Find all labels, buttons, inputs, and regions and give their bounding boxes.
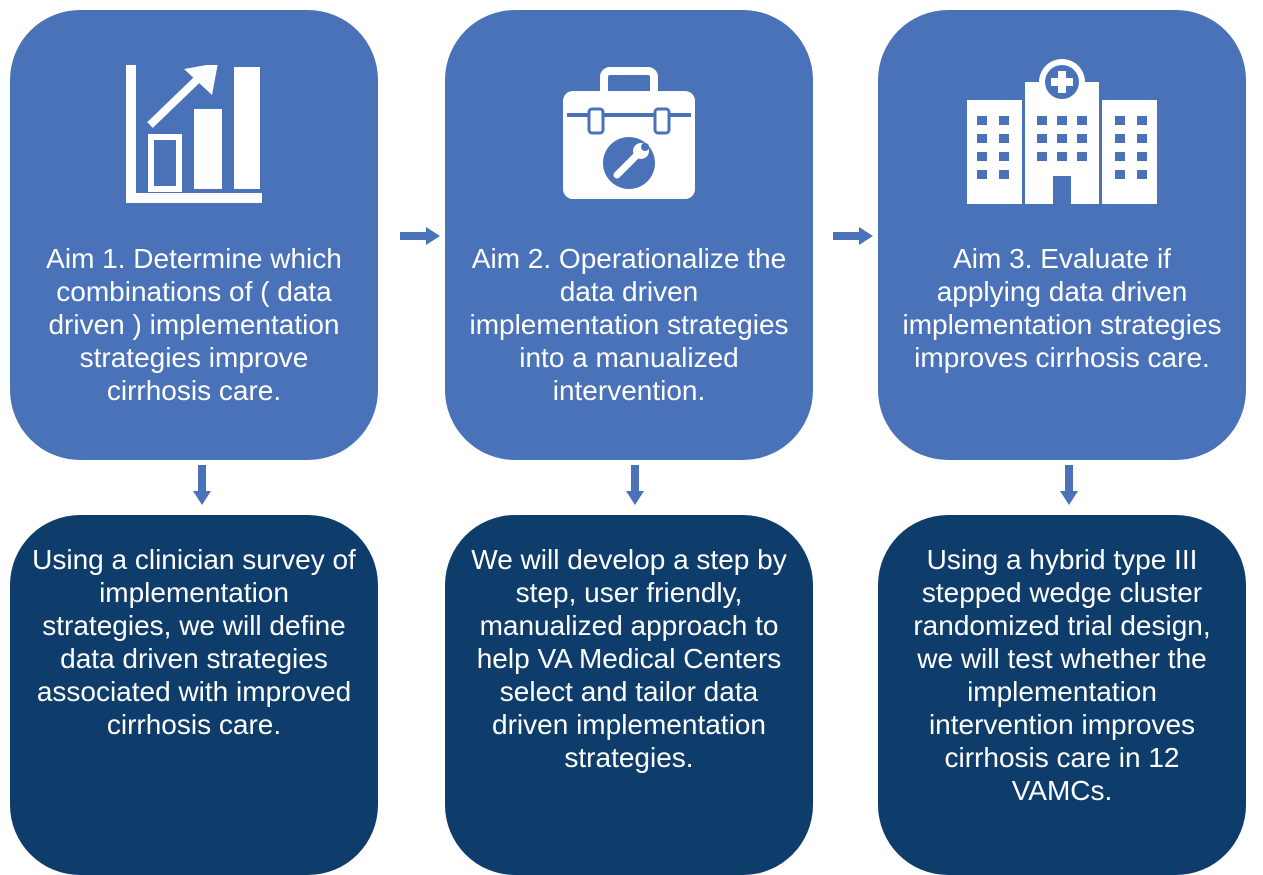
aim-2-box: Aim 2. Operationalize the data driven im… [445,10,813,460]
arrow-right-icon [833,227,873,245]
result-1-text: Using a clinician survey of implementati… [32,544,356,740]
aim-1-text: Aim 1. Determine which combinations of (… [46,243,342,406]
result-2-box: We will develop a step by step, user fri… [445,515,813,875]
aim-1-box: Aim 1. Determine which combinations of (… [10,10,378,460]
toolbox-icon [559,65,699,212]
result-3-box: Using a hybrid type III stepped wedge cl… [878,515,1246,875]
hospital-icon [967,58,1157,213]
arrow-right-icon [400,227,440,245]
aim-3-box: Aim 3. Evaluate if applying data driven … [878,10,1246,460]
arrow-down-icon [1060,465,1078,505]
chart-growth-icon [124,63,264,212]
arrow-down-icon [193,465,211,505]
result-2-text: We will develop a step by step, user fri… [471,544,787,773]
aim-2-text: Aim 2. Operationalize the data driven im… [469,243,789,406]
aim-3-text: Aim 3. Evaluate if applying data driven … [902,243,1222,373]
result-1-box: Using a clinician survey of implementati… [10,515,378,875]
result-3-text: Using a hybrid type III stepped wedge cl… [913,544,1211,806]
arrow-down-icon [626,465,644,505]
